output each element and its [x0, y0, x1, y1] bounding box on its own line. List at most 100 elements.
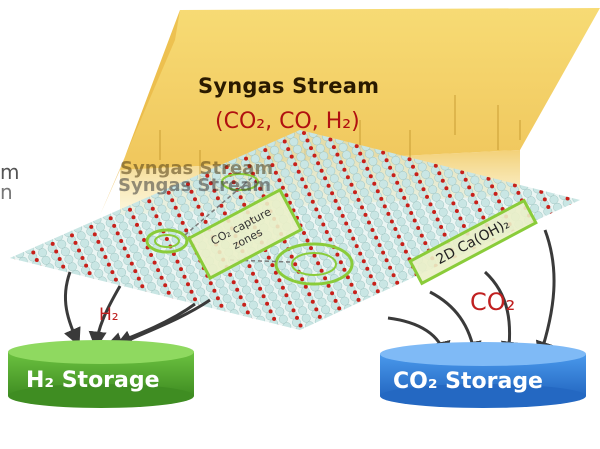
lattice-atom: [415, 208, 425, 218]
lattice-oxygen: [388, 265, 393, 270]
lattice-oxygen: [277, 278, 282, 283]
lattice-atom: [331, 227, 341, 237]
lattice-oxygen: [470, 192, 475, 197]
lattice-atom: [363, 295, 373, 305]
lattice-atom: [387, 248, 397, 258]
lattice-atom: [83, 246, 93, 256]
syngas-ghost-text: Syngas Stream: [120, 158, 274, 179]
lattice-oxygen: [477, 208, 482, 212]
lattice-atom: [92, 215, 102, 225]
lattice-atom: [45, 263, 54, 273]
lattice-oxygen: [319, 268, 324, 273]
lattice-atom: [287, 183, 297, 193]
lattice-atom: [57, 239, 67, 249]
lattice-oxygen: [398, 288, 403, 293]
lattice-atom: [401, 278, 411, 288]
lattice-atom: [458, 199, 468, 209]
lattice-atom: [161, 212, 170, 222]
lattice-oxygen: [345, 275, 350, 280]
lattice-atom: [96, 222, 105, 232]
lattice-atom: [287, 283, 297, 293]
lattice-oxygen: [159, 275, 164, 280]
lattice-atom: [340, 296, 350, 306]
lattice-atom: [154, 197, 163, 206]
lattice-atom: [298, 306, 308, 316]
lattice-atom: [176, 296, 186, 305]
lattice-atom: [426, 231, 436, 241]
lattice-atom: [124, 283, 134, 292]
lattice-atom: [394, 263, 404, 273]
lattice-oxygen: [154, 214, 159, 219]
lattice-atom: [338, 142, 348, 152]
lattice-atom: [129, 244, 139, 254]
lattice-atom: [164, 219, 174, 229]
lattice-oxygen: [546, 205, 551, 209]
lattice-atom: [222, 294, 232, 304]
lattice-oxygen: [136, 276, 141, 281]
lattice-atom: [219, 286, 228, 296]
lattice-oxygen: [272, 316, 277, 321]
ghost-fragment-text: m: [0, 160, 20, 184]
lattice-atom: [319, 151, 329, 161]
lattice-oxygen: [347, 229, 352, 233]
lattice-atom: [401, 178, 411, 188]
co2-storage-cylinder: [380, 342, 586, 408]
lattice-oxygen: [222, 211, 227, 216]
lattice-atom: [317, 297, 327, 307]
h2-storage-label: H₂ Storage: [26, 368, 160, 393]
lattice-oxygen: [516, 190, 521, 195]
lattice-atom: [575, 201, 580, 211]
lattice-oxygen: [416, 226, 421, 230]
lattice-atom: [428, 185, 438, 195]
lattice-atom: [364, 249, 374, 259]
lattice-oxygen: [569, 204, 574, 208]
h2-flow-label: H₂: [99, 305, 119, 325]
lattice-atom: [261, 177, 271, 186]
lattice-atom: [298, 206, 308, 216]
lattice-atom: [256, 315, 265, 325]
lattice-oxygen: [149, 253, 154, 257]
lattice-oxygen: [398, 188, 403, 193]
lattice-atom: [183, 211, 193, 221]
lattice-atom: [248, 300, 258, 310]
lattice-oxygen: [351, 236, 356, 241]
lattice-oxygen: [361, 259, 366, 264]
lattice-oxygen: [77, 248, 81, 253]
lattice-atom: [132, 251, 142, 261]
lattice-atom: [324, 212, 334, 222]
lattice-atom: [245, 293, 255, 303]
lattice-oxygen: [418, 179, 422, 184]
lattice-atom: [340, 196, 350, 206]
lattice-atom: [461, 206, 471, 216]
lattice-atom: [556, 210, 566, 220]
lattice-atom: [203, 202, 213, 212]
lattice-oxygen: [432, 210, 437, 214]
lattice-oxygen: [391, 173, 396, 178]
lattice-oxygen: [249, 317, 254, 322]
lattice-atom: [306, 175, 316, 184]
lattice-oxygen: [440, 178, 445, 183]
lattice-atom: [120, 275, 130, 285]
lattice-atom: [412, 201, 422, 211]
lattice-atom: [342, 150, 352, 160]
lattice-atom: [301, 213, 311, 223]
lattice-oxygen: [312, 253, 317, 258]
lattice-oxygen: [265, 301, 270, 306]
lattice-oxygen: [375, 289, 380, 294]
lattice-oxygen: [163, 283, 168, 288]
lattice-oxygen: [342, 267, 347, 272]
lattice-oxygen: [454, 209, 459, 213]
lattice-atom: [18, 256, 28, 266]
h2-storage-cylinder: [8, 340, 194, 408]
lattice-oxygen: [184, 228, 189, 233]
lattice-atom: [180, 203, 190, 213]
lattice-oxygen: [231, 280, 236, 285]
lattice-atom: [372, 264, 381, 274]
lattice-oxygen: [266, 255, 271, 260]
lattice-oxygen: [110, 270, 115, 275]
lattice-oxygen: [549, 212, 554, 217]
lattice-oxygen: [360, 205, 364, 210]
lattice-oxygen: [84, 263, 89, 268]
lattice-oxygen: [103, 255, 108, 259]
lattice-atom: [122, 229, 132, 239]
